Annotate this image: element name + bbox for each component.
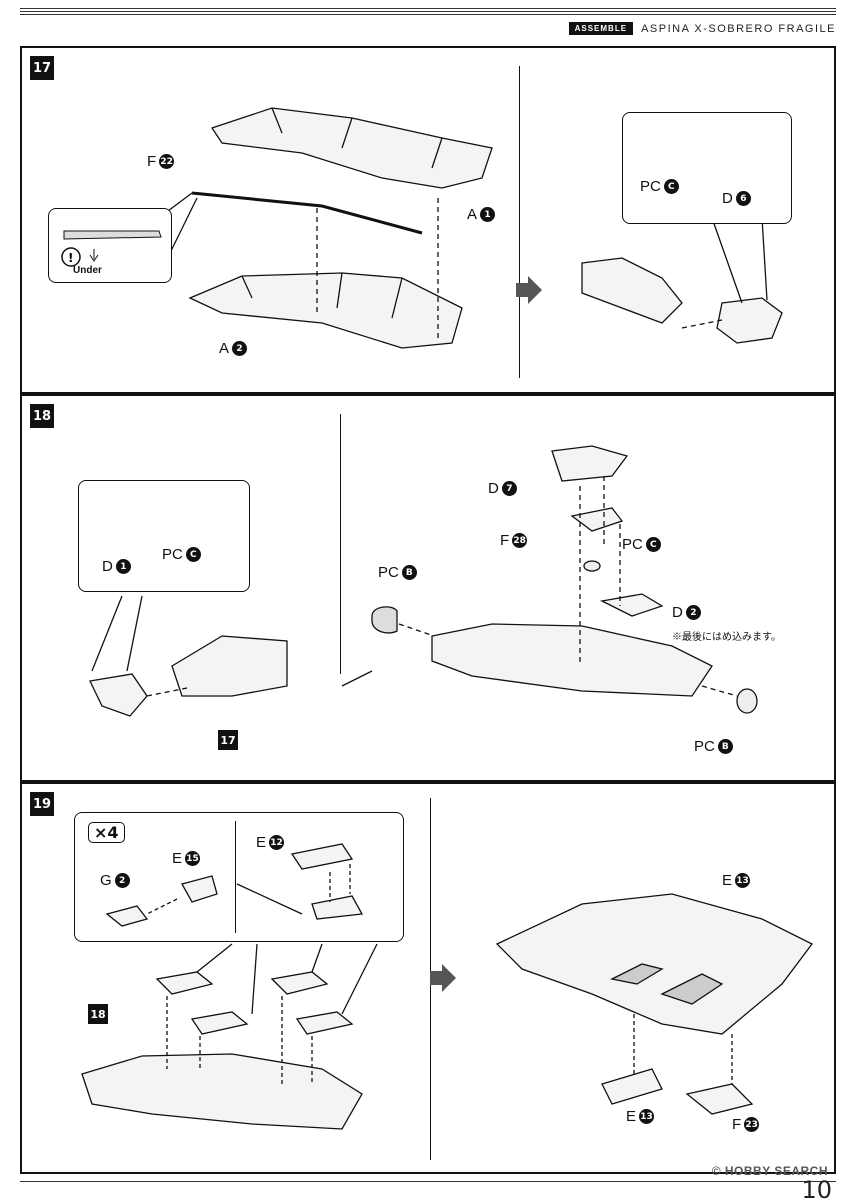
step-19-illustration (81, 843, 813, 1130)
under-label: Under (73, 265, 102, 276)
page-header: ASSEMBLE ASPINA X-SOBRERO FRAGILE (568, 22, 836, 35)
step-divider (340, 414, 341, 674)
pc-callout (78, 480, 250, 592)
step-18-illustration (89, 445, 758, 717)
rod-detail-illustration: ! (61, 230, 162, 267)
header-rule (20, 8, 836, 22)
svg-text:!: ! (68, 251, 73, 265)
next-arrow-icon (516, 276, 542, 304)
step-17-panel: 17 ! (20, 46, 836, 394)
next-arrow-icon (430, 964, 456, 992)
under-callout: ! Under (48, 208, 172, 283)
callout-divider (235, 821, 236, 933)
watermark: © HOBBY SEARCH (711, 1164, 828, 1178)
ref-step-17: 17 (218, 730, 238, 750)
section-tag: ASSEMBLE (568, 22, 634, 35)
manual-title: ASPINA X-SOBRERO FRAGILE (641, 22, 836, 35)
step-number: 19 (30, 792, 54, 816)
page-number: 10 (801, 1176, 832, 1204)
step-divider (519, 66, 520, 378)
insert-last-note: ※最後にはめ込みます。 (672, 632, 781, 643)
ref-step-18: 18 (88, 1004, 108, 1024)
step-number: 17 (30, 56, 54, 80)
pc-callout (622, 112, 792, 224)
footer-rule (20, 1181, 836, 1182)
quantity-x4: ×4 (88, 822, 125, 843)
step-number: 18 (30, 404, 54, 428)
